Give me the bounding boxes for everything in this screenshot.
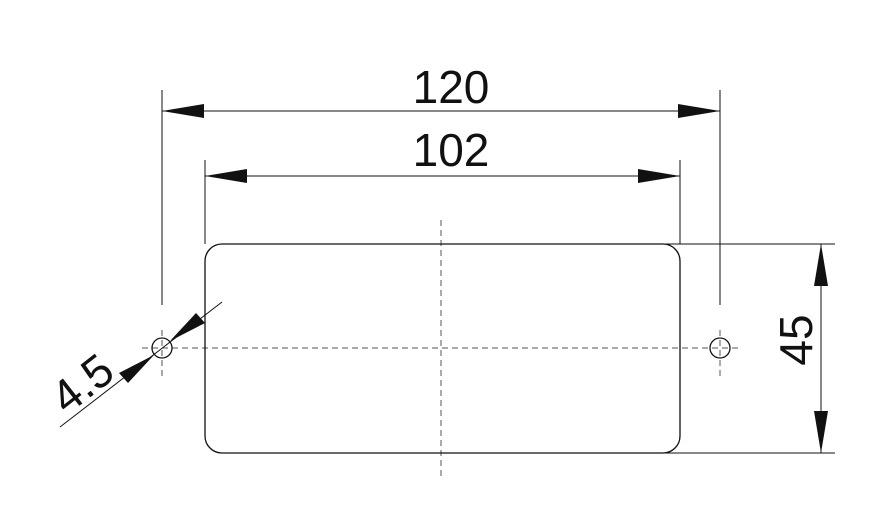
right-mounting-hole — [709, 337, 731, 359]
dimension-hole-diameter: 4.5 — [41, 301, 223, 428]
cutout-outline — [204, 243, 681, 454]
dim-label-4-5: 4.5 — [41, 343, 123, 423]
dim-label-45: 45 — [770, 314, 822, 365]
arrowhead-outer-upper — [170, 313, 205, 341]
arrowhead-left — [205, 169, 247, 183]
dimension-height: 45 — [770, 244, 828, 453]
arrowhead-top — [814, 244, 828, 286]
arrowhead-bottom — [814, 411, 828, 453]
dim-label-120: 120 — [413, 61, 490, 113]
arrowhead-outer-lower — [119, 355, 154, 383]
dim-label-102: 102 — [413, 124, 490, 176]
arrowhead-left — [162, 104, 204, 118]
center-lines — [142, 220, 742, 480]
arrowhead-right — [678, 104, 720, 118]
dimension-overall-width: 120 — [162, 61, 720, 118]
dimension-inner-width: 102 — [205, 124, 680, 183]
left-mounting-hole — [151, 337, 173, 359]
extension-lines — [161, 90, 835, 454]
arrowhead-right — [638, 169, 680, 183]
